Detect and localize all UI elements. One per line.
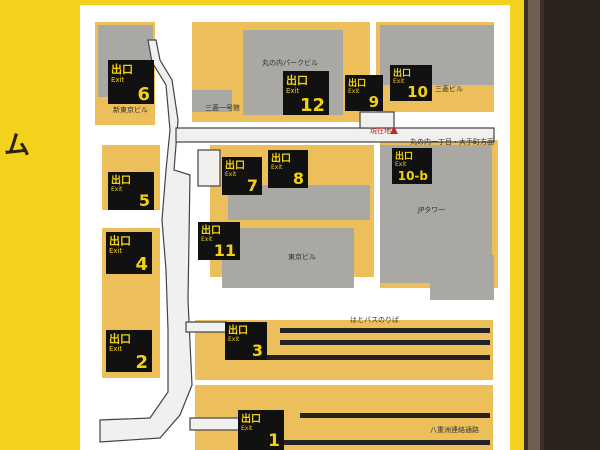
label-direction-otemachi: 丸の内一丁目・大手町方面 <box>410 137 494 146</box>
label-marunouchi-park-building: 丸の内パークビル <box>262 58 318 67</box>
exit-number: 3 <box>252 341 263 360</box>
exit-subtitle: Exit <box>395 161 407 168</box>
label-shin-tokyo-building: 新東京ビル <box>113 105 148 114</box>
exit-sign-plate <box>390 65 432 101</box>
exit-number: 11 <box>214 241 236 260</box>
exit-sign-plate <box>392 148 432 184</box>
map-labels: 新東京ビル 丸の内パークビル 三菱一号館 三菱ビル 現在地 丸の内一丁目・大手町… <box>113 58 494 434</box>
exit-sign-plate <box>268 150 308 188</box>
label-current-location: 現在地 <box>370 126 391 135</box>
exit-subtitle: Exit <box>225 171 237 178</box>
exit-word: 出口 <box>225 158 245 171</box>
exit-subtitle: Exit <box>201 236 213 243</box>
exit-sign-plate <box>108 60 154 104</box>
exit-number: 1 <box>268 431 280 450</box>
wall-frame <box>524 0 600 450</box>
exit-number: 8 <box>293 169 304 188</box>
label-tokyo-building: 東京ビル <box>288 252 316 261</box>
exit-word: 出口 <box>109 234 131 248</box>
exit-number: 7 <box>247 176 258 195</box>
exit-word: 出口 <box>111 173 131 186</box>
exit-number: 12 <box>300 95 325 116</box>
exit-subtitle: Exit <box>348 88 360 95</box>
exit-word: 出口 <box>393 67 411 79</box>
label-jp-tower: JPタワー <box>417 205 445 214</box>
label-yaesu-passage: 八重洲連絡通路 <box>430 425 479 434</box>
exit-signs: 出口Exit6出口Exit12出口Exit9出口Exit10出口Exit7出口E… <box>106 60 432 450</box>
label-mitsubishi-building: 三菱ビル <box>435 84 463 93</box>
current-location-marker <box>390 126 398 134</box>
exit-subtitle: Exit <box>241 425 253 432</box>
exit-word: 出口 <box>286 73 308 87</box>
exit-subtitle: Exit <box>109 345 123 353</box>
station-exit-map: 新東京ビル 丸の内パークビル 三菱一号館 三菱ビル 現在地 丸の内一丁目・大手町… <box>80 5 510 450</box>
exit-subtitle: Exit <box>271 164 283 171</box>
exit-word: 出口 <box>109 332 131 346</box>
exit-word: 出口 <box>228 323 248 336</box>
exit-sign-plate <box>222 157 262 195</box>
exit-sign-plate <box>225 322 267 360</box>
exit-number: 6 <box>137 84 150 105</box>
bus-lanes <box>260 328 490 445</box>
exit-subtitle: Exit <box>111 186 123 193</box>
exit-word: 出口 <box>395 150 413 162</box>
exit-word: 出口 <box>241 412 261 425</box>
exit-number: 9 <box>369 93 379 111</box>
label-mitsubishi-ichigokan: 三菱一号館 <box>205 103 240 112</box>
exit-word: 出口 <box>348 77 366 89</box>
exit-subtitle: Exit <box>228 336 240 343</box>
exit-number: 5 <box>139 191 150 210</box>
exit-sign-plate <box>198 222 240 260</box>
exit-subtitle: Exit <box>109 247 123 255</box>
label-hato-bus: はとバスのりば <box>350 315 399 324</box>
exit-number: 10 <box>407 83 428 101</box>
exit-subtitle: Exit <box>286 87 300 95</box>
exit-number: 10-b <box>398 169 429 183</box>
exit-word: 出口 <box>111 62 133 76</box>
exit-number: 2 <box>135 352 148 373</box>
exit-sign-plate <box>238 410 284 450</box>
exit-sign-plate <box>283 71 329 115</box>
exit-sign-plate <box>345 75 383 111</box>
exit-word: 出口 <box>271 151 291 164</box>
exit-sign-plate <box>108 172 154 210</box>
exit-subtitle: Exit <box>393 78 405 85</box>
exit-sign-plate <box>106 232 152 274</box>
exit-word: 出口 <box>201 223 221 236</box>
side-signage-text: ム <box>3 131 30 161</box>
exit-number: 4 <box>135 254 148 275</box>
exit-sign-plate <box>106 330 152 372</box>
exit-subtitle: Exit <box>111 76 125 84</box>
